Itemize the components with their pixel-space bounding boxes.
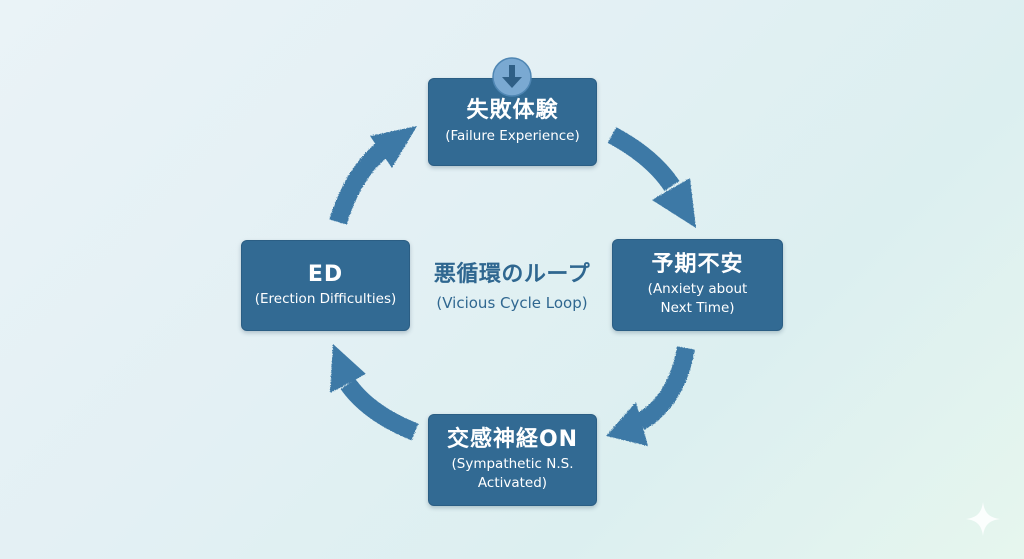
node-subtitle: (Sympathetic N.S. Activated)	[451, 456, 574, 492]
node-title: 予期不安	[651, 251, 744, 277]
down-arrow-icon	[492, 57, 532, 97]
node-title: 交感神経ON	[446, 426, 579, 452]
arrow-left-to-top	[329, 126, 417, 225]
node-title: 失敗体験	[466, 98, 559, 124]
node-subtitle: (Anxiety about Next Time)	[647, 281, 748, 317]
node-subtitle: (Erection Difficulties)	[254, 291, 397, 308]
node-subtitle: (Failure Experience)	[445, 127, 580, 144]
center-subtitle: (Vicious Cycle Loop)	[436, 294, 588, 312]
node-anticipatory-anxiety: 予期不安 (Anxiety about Next Time)	[612, 239, 783, 331]
node-erection-difficulties: ED (Erection Difficulties)	[241, 240, 410, 331]
center-title: 悪循環のループ	[433, 262, 591, 287]
node-failure-experience: 失敗体験 (Failure Experience)	[428, 78, 597, 166]
center-label: 悪循環のループ (Vicious Cycle Loop)	[410, 256, 614, 312]
arrow-bottom-to-left	[330, 344, 419, 441]
node-title: ED	[307, 261, 344, 287]
node-sympathetic-activation: 交感神経ON (Sympathetic N.S. Activated)	[428, 414, 597, 506]
arrow-right-to-bottom	[606, 346, 695, 446]
sparkle-icon	[966, 502, 1000, 536]
arrow-top-to-right	[607, 127, 696, 228]
